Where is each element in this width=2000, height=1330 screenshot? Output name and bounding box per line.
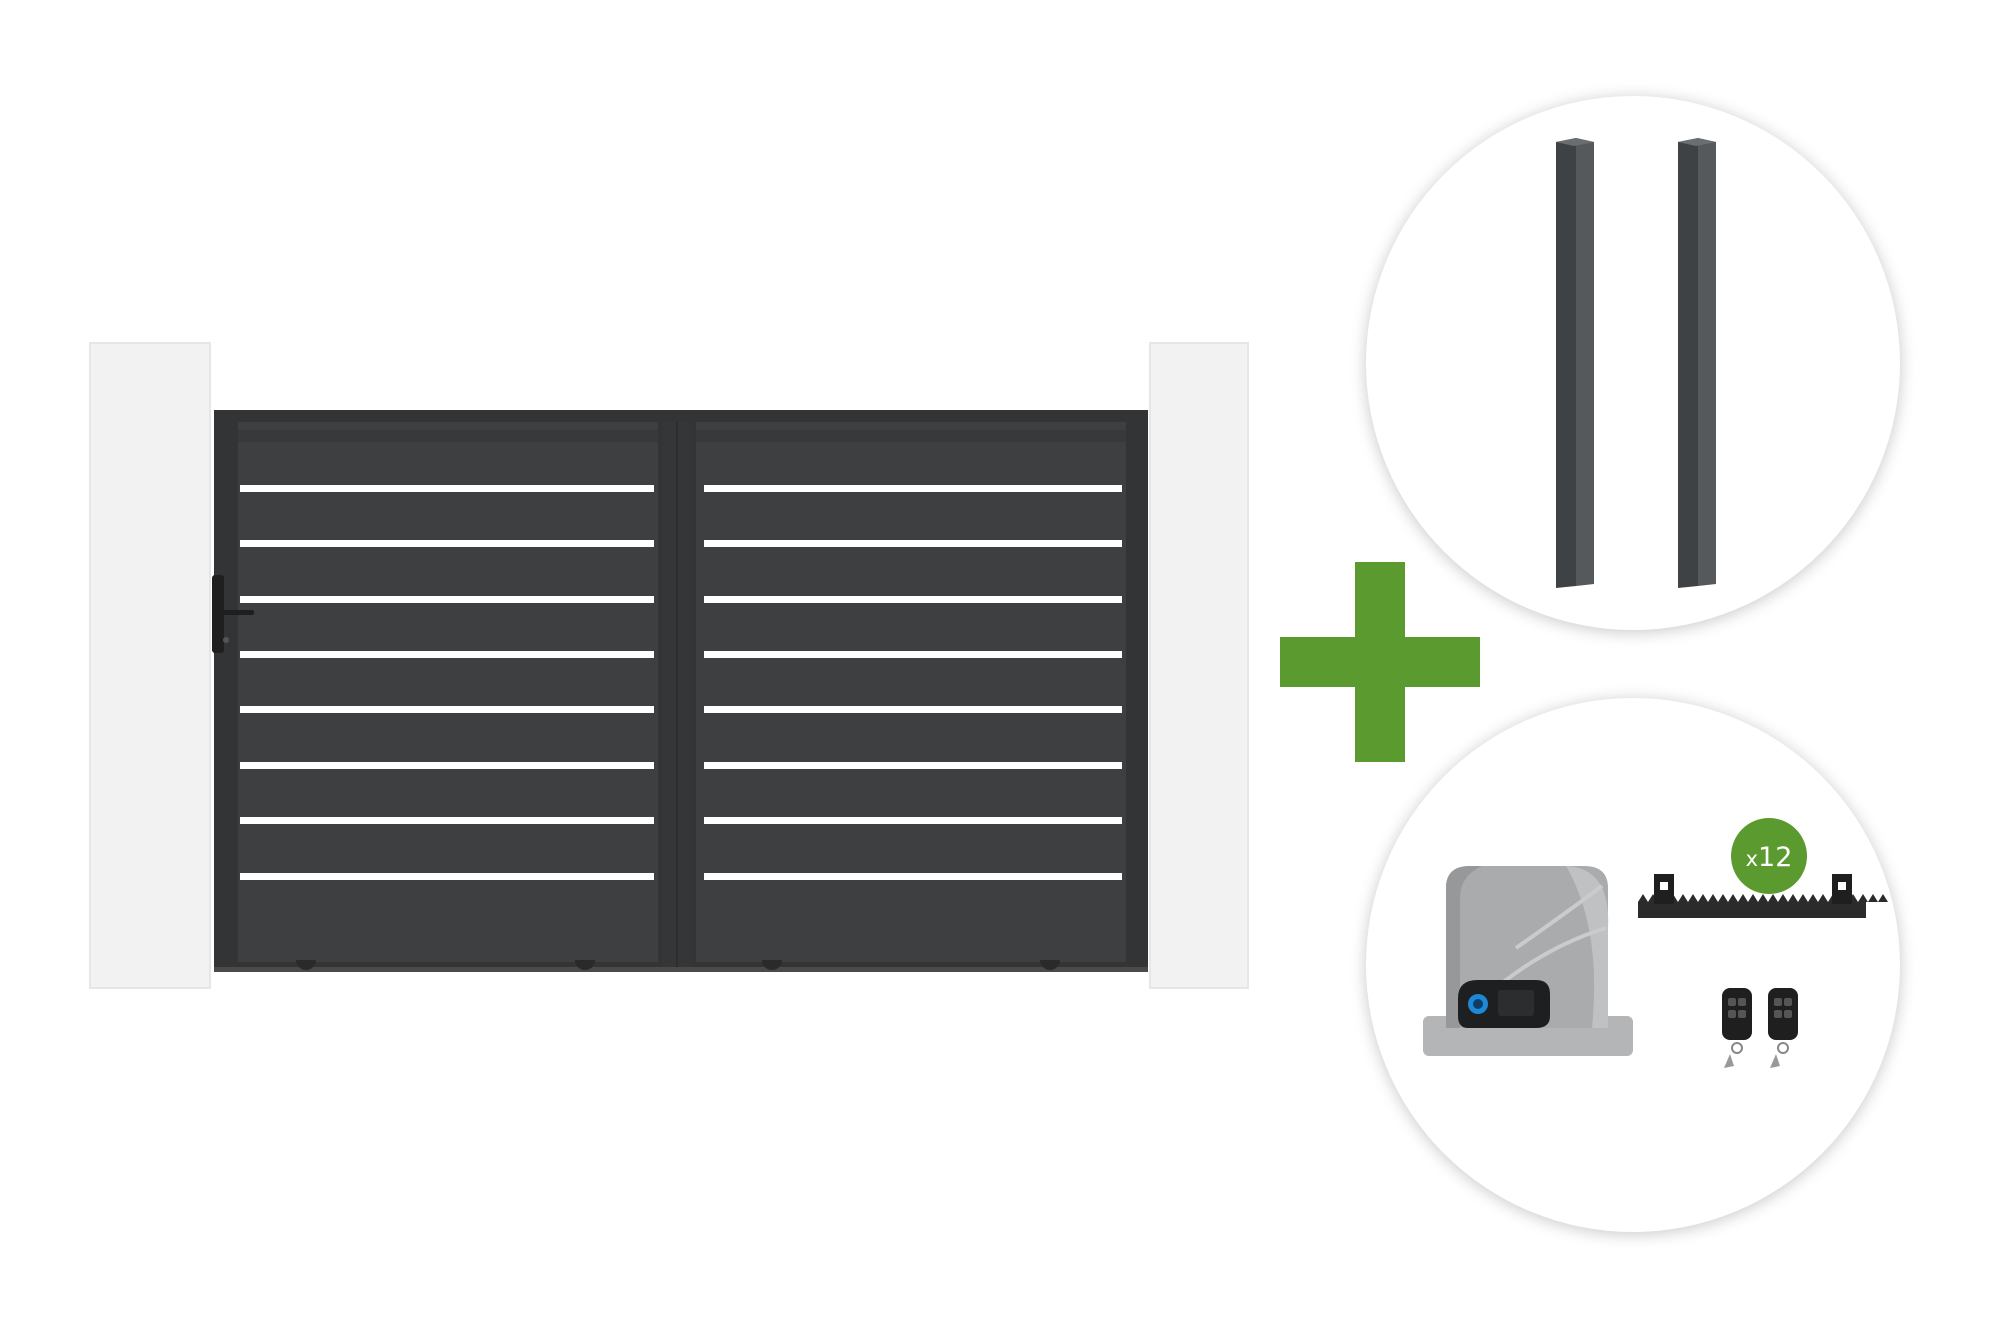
quantity-badge: x12 xyxy=(1731,818,1807,894)
motor-kit-illustration: x12 xyxy=(1423,818,1888,1068)
plus-icon xyxy=(1280,562,1480,762)
badge-prefix: x xyxy=(1746,847,1758,871)
post-left xyxy=(1556,138,1594,588)
right-pillar xyxy=(1149,342,1249,989)
posts-illustration xyxy=(1556,138,1716,588)
post-right xyxy=(1678,138,1716,588)
svg-text:x12: x12 xyxy=(1746,842,1793,873)
gate-handle-icon xyxy=(212,575,254,653)
remote-left xyxy=(1722,988,1752,1068)
badge-count: 12 xyxy=(1758,842,1792,873)
posts-circle xyxy=(1366,96,1900,630)
gate-slat-gaps xyxy=(240,485,1122,880)
gate-body xyxy=(214,410,1148,967)
gate-wheels xyxy=(296,960,1060,970)
remote-controls xyxy=(1722,988,1798,1068)
remote-right xyxy=(1768,988,1798,1068)
gate-left-leaf xyxy=(238,422,658,962)
gate-motor xyxy=(1423,866,1633,1056)
gate-ground-rail xyxy=(214,967,1148,972)
motor-kit-circle: x12 xyxy=(1366,698,1900,1232)
gate-right-leaf xyxy=(696,422,1126,962)
gear-rack xyxy=(1638,874,1888,918)
left-pillar xyxy=(89,342,211,989)
